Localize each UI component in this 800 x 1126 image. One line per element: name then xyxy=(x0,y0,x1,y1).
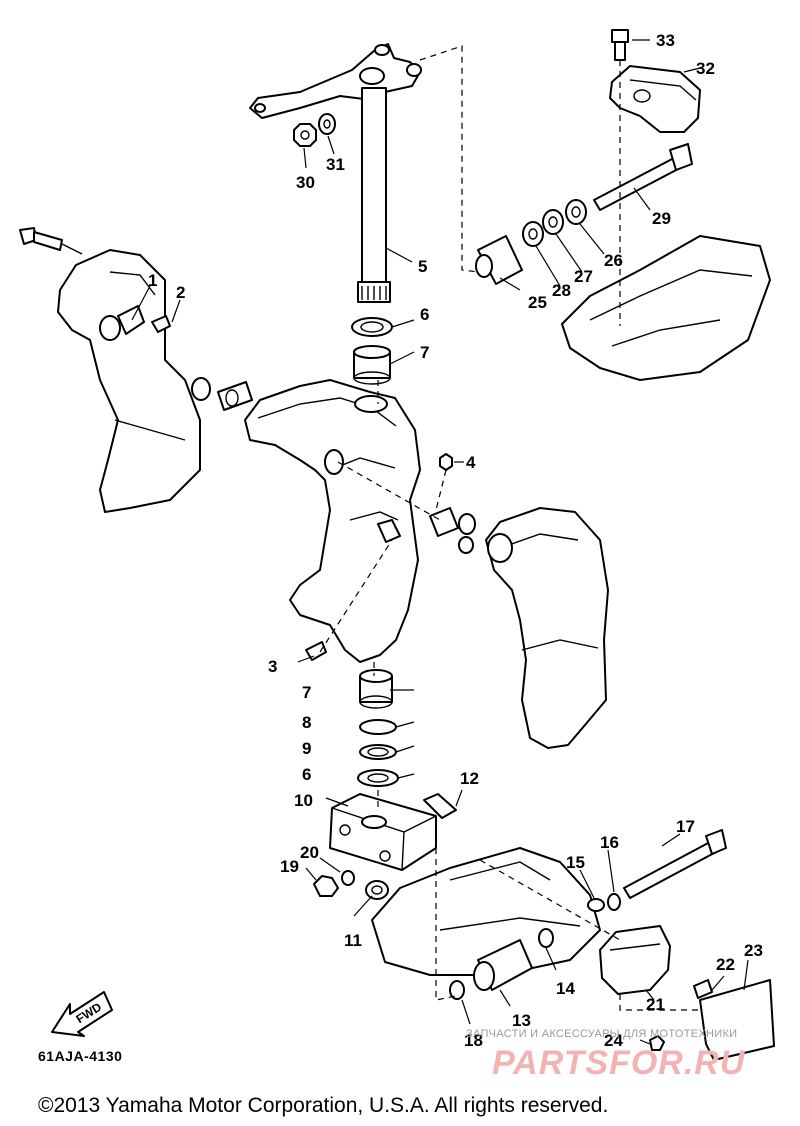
washer-18 xyxy=(449,980,465,1000)
right-pivot-parts xyxy=(429,507,476,554)
callout-30: 30 xyxy=(296,173,315,192)
callout-5: 5 xyxy=(418,257,427,276)
washer-31 xyxy=(318,113,336,135)
callout-22: 22 xyxy=(716,955,735,974)
callout-12: 12 xyxy=(460,769,479,788)
copyright-notice: ©2013 Yamaha Motor Corporation, U.S.A. A… xyxy=(38,1094,609,1117)
callout-16: 16 xyxy=(600,833,619,852)
washer-16 xyxy=(607,893,621,911)
bolt-3 xyxy=(305,641,327,661)
bracket-32 xyxy=(609,65,701,133)
callout-29: 29 xyxy=(652,209,671,228)
fwd-arrow-icon: FWD xyxy=(51,991,113,1037)
callout-6-lower: 6 xyxy=(302,765,311,784)
callout-labels: 1 2 3 4 5 6 7 7 8 9 6 10 11 12 13 14 15 … xyxy=(148,31,763,1050)
bracket-21 xyxy=(599,925,671,995)
callout-20: 20 xyxy=(300,843,319,862)
callout-21: 21 xyxy=(646,995,665,1014)
bushing-7-lower xyxy=(359,669,393,709)
callout-14: 14 xyxy=(556,979,575,998)
mount-rubber-13 xyxy=(473,939,533,991)
callout-4: 4 xyxy=(466,453,476,472)
callout-24: 24 xyxy=(604,1031,623,1050)
bushing-25 xyxy=(475,235,523,285)
callout-7-upper: 7 xyxy=(420,343,429,362)
callout-8: 8 xyxy=(302,713,311,732)
callout-15: 15 xyxy=(566,853,585,872)
bushing-7-upper xyxy=(353,345,391,385)
callout-25: 25 xyxy=(528,293,547,312)
trim-rod-bolt xyxy=(19,227,83,255)
bushing-6-upper xyxy=(351,317,393,337)
washer-28 xyxy=(522,221,544,247)
nut-30 xyxy=(293,123,317,147)
watermark-logo: PARTSFOR.RU xyxy=(492,1044,746,1082)
callout-3: 3 xyxy=(268,657,277,676)
right-clamp-bracket xyxy=(485,507,609,749)
bolt-33 xyxy=(611,29,629,61)
callout-18: 18 xyxy=(464,1031,483,1050)
lower-mount-bracket-10 xyxy=(329,793,437,871)
bolt-29 xyxy=(593,143,693,211)
plate-23 xyxy=(699,979,775,1061)
callout-1: 1 xyxy=(148,271,157,290)
nut-24 xyxy=(649,1035,665,1051)
transom-bracket-upper xyxy=(561,235,771,381)
leader-lines xyxy=(131,39,749,1045)
steering-arm xyxy=(249,43,422,119)
bolt-17 xyxy=(623,829,727,899)
bolt-22 xyxy=(693,979,713,999)
bushing-6-lower xyxy=(357,769,399,787)
callout-13: 13 xyxy=(512,1011,531,1030)
washer-27 xyxy=(542,209,564,235)
callout-23: 23 xyxy=(744,941,763,960)
nut-4 xyxy=(439,453,453,471)
callout-17: 17 xyxy=(676,817,695,836)
steering-shaft xyxy=(357,87,391,303)
bolt-2 xyxy=(151,315,171,333)
washer-26 xyxy=(565,199,587,225)
washer-20 xyxy=(341,870,355,886)
swivel-bracket xyxy=(244,379,421,663)
o-ring-8 xyxy=(359,719,397,735)
callout-27: 27 xyxy=(574,267,593,286)
callout-2: 2 xyxy=(176,283,185,302)
washer-14 xyxy=(538,928,554,948)
callout-7-lower: 7 xyxy=(302,683,311,702)
oil-seal-9 xyxy=(359,744,397,760)
left-pivot-bushing xyxy=(191,377,253,411)
assembly-lines xyxy=(319,45,700,1011)
callout-11: 11 xyxy=(344,931,362,950)
callout-31: 31 xyxy=(326,155,345,174)
callout-33: 33 xyxy=(656,31,675,50)
left-clamp-bracket xyxy=(57,249,201,513)
watermark-tagline: ЗАПЧАСТИ И АКСЕССУАРЫ ДЛЯ МОТОТЕХНИКИ xyxy=(466,1028,738,1040)
nut-19 xyxy=(313,875,339,897)
callout-32: 32 xyxy=(696,59,715,78)
callout-6-upper: 6 xyxy=(420,305,429,324)
callout-10: 10 xyxy=(294,791,313,810)
seal-11 xyxy=(365,880,389,900)
callout-26: 26 xyxy=(604,251,623,270)
callout-9: 9 xyxy=(302,739,311,758)
damper-12 xyxy=(423,793,457,819)
reference-code: 61AJA-4130 xyxy=(38,1048,123,1064)
washer-15 xyxy=(587,898,605,912)
callout-28: 28 xyxy=(552,281,571,300)
callout-19: 19 xyxy=(280,857,299,876)
